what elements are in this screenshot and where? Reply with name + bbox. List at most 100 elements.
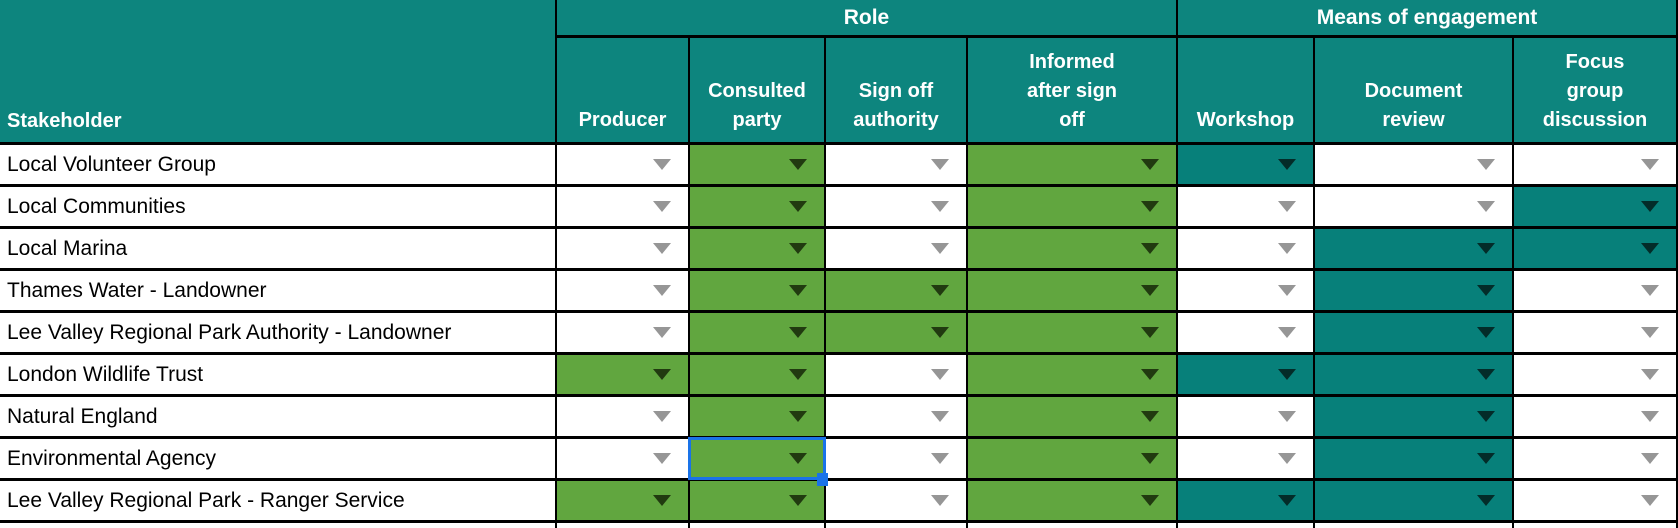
partial-next-row-cell[interactable] <box>0 523 557 528</box>
dropdown-cell-document-review[interactable] <box>1315 313 1514 355</box>
dropdown-arrow-icon[interactable] <box>653 201 671 212</box>
column-header-producer[interactable]: Producer <box>557 38 690 145</box>
dropdown-arrow-icon[interactable] <box>1641 369 1659 380</box>
dropdown-cell-sign-off-authority[interactable] <box>826 187 968 229</box>
dropdown-cell-focus-group-discussion[interactable] <box>1514 187 1678 229</box>
dropdown-arrow-icon[interactable] <box>931 453 949 464</box>
dropdown-arrow-icon[interactable] <box>1641 243 1659 254</box>
dropdown-cell-consulted-party[interactable] <box>688 437 828 486</box>
column-header-consulted-party[interactable]: Consulted party <box>690 38 826 145</box>
dropdown-arrow-icon[interactable] <box>1141 201 1159 212</box>
dropdown-arrow-icon[interactable] <box>789 285 807 296</box>
dropdown-arrow-icon[interactable] <box>1477 453 1495 464</box>
dropdown-cell-consulted-party[interactable] <box>690 145 826 187</box>
dropdown-arrow-icon[interactable] <box>1278 369 1296 380</box>
dropdown-arrow-icon[interactable] <box>1278 495 1296 506</box>
dropdown-cell-producer[interactable] <box>557 229 690 271</box>
dropdown-arrow-icon[interactable] <box>1278 327 1296 338</box>
partial-next-row-cell[interactable] <box>968 523 1178 528</box>
dropdown-arrow-icon[interactable] <box>1641 327 1659 338</box>
dropdown-arrow-icon[interactable] <box>1477 243 1495 254</box>
dropdown-arrow-icon[interactable] <box>931 285 949 296</box>
dropdown-cell-workshop[interactable] <box>1178 481 1315 523</box>
dropdown-arrow-icon[interactable] <box>1141 327 1159 338</box>
column-header-informed-after-sign-off[interactable]: Informed after sign off <box>968 38 1178 145</box>
dropdown-cell-workshop[interactable] <box>1178 397 1315 439</box>
column-header-workshop[interactable]: Workshop <box>1178 38 1315 145</box>
dropdown-arrow-icon[interactable] <box>1141 159 1159 170</box>
dropdown-arrow-icon[interactable] <box>789 453 807 464</box>
stakeholder-name-cell[interactable]: London Wildlife Trust <box>0 355 557 397</box>
dropdown-cell-producer[interactable] <box>557 145 690 187</box>
dropdown-cell-informed-after-sign-off[interactable] <box>968 271 1178 313</box>
dropdown-arrow-icon[interactable] <box>653 159 671 170</box>
fill-handle[interactable] <box>817 473 828 486</box>
dropdown-cell-consulted-party[interactable] <box>690 229 826 271</box>
partial-next-row-cell[interactable] <box>826 523 968 528</box>
dropdown-arrow-icon[interactable] <box>789 243 807 254</box>
dropdown-cell-consulted-party[interactable] <box>690 313 826 355</box>
dropdown-cell-sign-off-authority[interactable] <box>826 481 968 523</box>
dropdown-cell-producer[interactable] <box>557 397 690 439</box>
dropdown-cell-sign-off-authority[interactable] <box>826 397 968 439</box>
dropdown-arrow-icon[interactable] <box>931 243 949 254</box>
column-header-focus-group-discussion[interactable]: Focus group discussion <box>1514 38 1678 145</box>
dropdown-arrow-icon[interactable] <box>789 201 807 212</box>
dropdown-cell-workshop[interactable] <box>1178 229 1315 271</box>
dropdown-cell-workshop[interactable] <box>1178 145 1315 187</box>
dropdown-arrow-icon[interactable] <box>1141 495 1159 506</box>
dropdown-arrow-icon[interactable] <box>1141 243 1159 254</box>
dropdown-cell-producer[interactable] <box>557 355 690 397</box>
means-of-engagement-group-header[interactable]: Means of engagement <box>1178 0 1678 38</box>
dropdown-cell-document-review[interactable] <box>1315 397 1514 439</box>
dropdown-arrow-icon[interactable] <box>1477 327 1495 338</box>
dropdown-cell-document-review[interactable] <box>1315 271 1514 313</box>
dropdown-arrow-icon[interactable] <box>1641 159 1659 170</box>
stakeholder-name-cell[interactable]: Local Communities <box>0 187 557 229</box>
dropdown-arrow-icon[interactable] <box>789 327 807 338</box>
dropdown-cell-focus-group-discussion[interactable] <box>1514 229 1678 271</box>
dropdown-cell-focus-group-discussion[interactable] <box>1514 439 1678 481</box>
dropdown-cell-producer[interactable] <box>557 481 690 523</box>
partial-next-row-cell[interactable] <box>1178 523 1315 528</box>
dropdown-cell-document-review[interactable] <box>1315 439 1514 481</box>
dropdown-arrow-icon[interactable] <box>1278 285 1296 296</box>
dropdown-arrow-icon[interactable] <box>931 411 949 422</box>
dropdown-arrow-icon[interactable] <box>789 369 807 380</box>
dropdown-cell-document-review[interactable] <box>1315 187 1514 229</box>
partial-next-row-cell[interactable] <box>690 523 826 528</box>
dropdown-arrow-icon[interactable] <box>931 201 949 212</box>
dropdown-cell-producer[interactable] <box>557 439 690 481</box>
column-header-document-review[interactable]: Document review <box>1315 38 1514 145</box>
dropdown-arrow-icon[interactable] <box>789 159 807 170</box>
dropdown-arrow-icon[interactable] <box>1477 495 1495 506</box>
dropdown-cell-workshop[interactable] <box>1178 313 1315 355</box>
dropdown-arrow-icon[interactable] <box>1278 159 1296 170</box>
dropdown-arrow-icon[interactable] <box>1278 411 1296 422</box>
dropdown-cell-document-review[interactable] <box>1315 355 1514 397</box>
dropdown-arrow-icon[interactable] <box>1278 453 1296 464</box>
dropdown-cell-informed-after-sign-off[interactable] <box>968 439 1178 481</box>
dropdown-cell-producer[interactable] <box>557 313 690 355</box>
stakeholder-name-cell[interactable]: Lee Valley Regional Park - Ranger Servic… <box>0 481 557 523</box>
dropdown-cell-document-review[interactable] <box>1315 229 1514 271</box>
dropdown-arrow-icon[interactable] <box>653 327 671 338</box>
stakeholder-name-cell[interactable]: Environmental Agency <box>0 439 557 481</box>
dropdown-cell-informed-after-sign-off[interactable] <box>968 229 1178 271</box>
dropdown-cell-sign-off-authority[interactable] <box>826 439 968 481</box>
partial-next-row-cell[interactable] <box>557 523 690 528</box>
dropdown-cell-focus-group-discussion[interactable] <box>1514 313 1678 355</box>
partial-next-row-cell[interactable] <box>1514 523 1678 528</box>
dropdown-cell-informed-after-sign-off[interactable] <box>968 481 1178 523</box>
dropdown-cell-focus-group-discussion[interactable] <box>1514 355 1678 397</box>
dropdown-arrow-icon[interactable] <box>1278 243 1296 254</box>
dropdown-arrow-icon[interactable] <box>653 369 671 380</box>
dropdown-cell-focus-group-discussion[interactable] <box>1514 481 1678 523</box>
dropdown-cell-document-review[interactable] <box>1315 145 1514 187</box>
dropdown-cell-sign-off-authority[interactable] <box>826 271 968 313</box>
dropdown-cell-workshop[interactable] <box>1178 271 1315 313</box>
dropdown-arrow-icon[interactable] <box>1141 453 1159 464</box>
dropdown-arrow-icon[interactable] <box>1477 201 1495 212</box>
dropdown-arrow-icon[interactable] <box>1477 285 1495 296</box>
stakeholder-column-header[interactable]: Stakeholder <box>0 0 557 145</box>
